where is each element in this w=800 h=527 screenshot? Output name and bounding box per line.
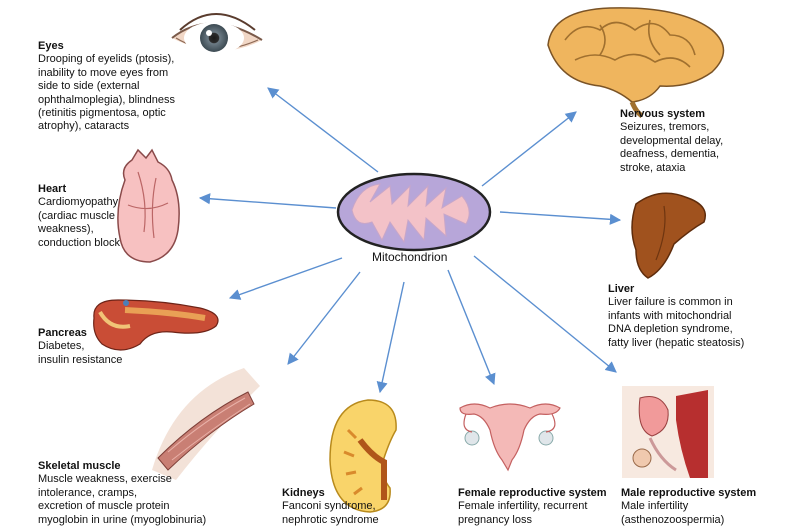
- male-reproductive-block: Male reproductive system Male infertilit…: [621, 487, 791, 527]
- pancreas-description: Diabetes, insulin resistance: [38, 340, 123, 366]
- arrow-to-kidneys: [376, 281, 405, 394]
- female-reproductive-title: Female reproductive system: [458, 487, 607, 499]
- heart-title: Heart: [38, 183, 67, 195]
- nervous-system-title: Nervous system: [620, 108, 705, 120]
- liver-block: Liver Liver failure is common in infants…: [608, 283, 788, 350]
- skeletal-muscle-block: Skeletal muscle Muscle weakness, exercis…: [38, 460, 238, 527]
- male-reproductive-title: Male reproductive system: [621, 487, 757, 499]
- pancreas-title: Pancreas: [38, 327, 87, 339]
- muscle-image: [152, 368, 260, 480]
- nervous-system-description: Seizures, tremors, developmental delay, …: [620, 121, 724, 174]
- skeletal-muscle-description: Muscle weakness, exercise intolerance, c…: [38, 473, 207, 526]
- pancreas-block: Pancreas Diabetes, insulin resistance: [38, 327, 148, 367]
- arrow-to-heart: [198, 193, 337, 209]
- arrow-to-male: [473, 255, 617, 373]
- kidneys-description: Fanconi syndrome, nephrotic syndrome: [282, 500, 379, 526]
- eyes-title: Eyes: [38, 40, 64, 52]
- uterus-image: [459, 403, 561, 472]
- female-reproductive-block: Female reproductive system Female infert…: [458, 487, 623, 527]
- arrow-to-skeletal: [287, 271, 361, 365]
- liver-title: Liver: [608, 283, 635, 295]
- liver-image: [631, 192, 706, 279]
- skeletal-muscle-title: Skeletal muscle: [38, 460, 121, 472]
- liver-description: Liver failure is common in infants with …: [608, 296, 745, 349]
- male-reproductive-description: Male infertility (asthenozoospermia): [621, 500, 725, 526]
- male-anatomy-image: [622, 386, 714, 478]
- arrow-to-liver: [499, 211, 622, 225]
- brain-image: [547, 7, 725, 119]
- arrows-group: [198, 87, 622, 394]
- pancreas-image: [93, 299, 219, 351]
- female-reproductive-description: Female infertility, recurrent pregnancy …: [458, 500, 588, 526]
- mitochondrion-image: [336, 172, 492, 252]
- heart-image: [117, 148, 180, 263]
- nervous-system-block: Nervous system Seizures, tremors, develo…: [620, 108, 770, 175]
- arrow-to-female: [447, 269, 496, 386]
- mitochondrion-label: Mitochondrion: [372, 250, 448, 264]
- eye-image: [171, 13, 263, 54]
- heart-block: Heart Cardiomyopathy (cardiac muscle wea…: [38, 183, 148, 250]
- eyes-description: Drooping of eyelids (ptosis), inability …: [38, 53, 175, 133]
- arrow-to-eyes: [267, 87, 379, 173]
- heart-description: Cardiomyopathy (cardiac muscle weakness)…: [38, 196, 120, 249]
- arrow-to-pancreas: [228, 257, 343, 300]
- eyes-block: Eyes Drooping of eyelids (ptosis), inabi…: [38, 40, 178, 134]
- kidneys-block: Kidneys Fanconi syndrome, nephrotic synd…: [282, 487, 402, 527]
- arrow-to-nervous: [481, 111, 577, 187]
- kidney-image: [329, 399, 397, 513]
- kidneys-title: Kidneys: [282, 487, 325, 499]
